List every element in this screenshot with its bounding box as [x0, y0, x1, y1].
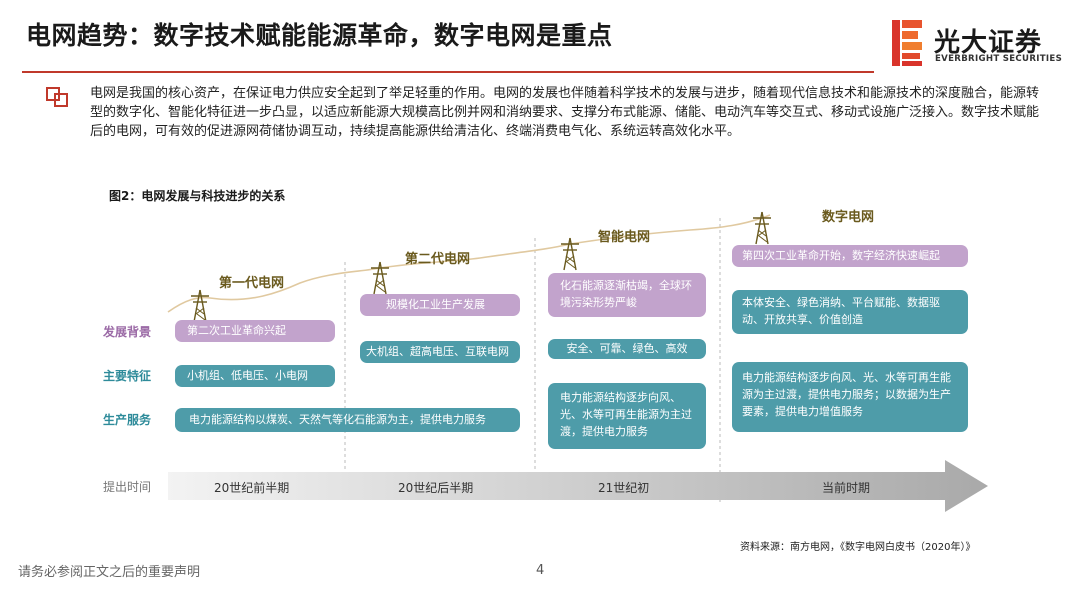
figure-title: 图2：电网发展与科技进步的关系	[109, 189, 286, 203]
stage-label-gen2: 第二代电网	[405, 252, 471, 267]
tower-icon	[190, 289, 210, 323]
logo-english-text: EVERBRIGHT SECURITIES	[935, 54, 1063, 64]
everbright-logo-mark-icon	[892, 20, 922, 66]
smart-background-box: 化石能源逐渐枯竭，全球环境污染形势严峻	[548, 273, 706, 317]
digital-services-box: 电力能源结构逐步向风、光、水等可再生能源为主过渡，提供电力服务；以数据为生产要素…	[732, 362, 968, 432]
stage-label-gen1: 第一代电网	[219, 276, 285, 291]
page-number: 4	[536, 563, 545, 578]
row-label-time: 提出时间	[103, 480, 152, 494]
gen1-services-box: 电力能源结构以煤炭、天然气等化石能源为主，提供电力服务	[175, 408, 520, 432]
row-label-services: 生产服务	[103, 413, 152, 427]
page-title: 电网趋势：数字技术赋能能源革命，数字电网是重点	[26, 21, 613, 50]
timeline-arrow	[168, 460, 988, 512]
figure-source: 资料来源：南方电网，《数字电网白皮书（2020年）》	[740, 542, 976, 553]
gen1-background-box: 第二次工业革命兴起	[175, 320, 335, 342]
gen1-features-box: 小机组、低电压、小电网	[175, 365, 335, 387]
stage-label-digital: 数字电网	[822, 210, 875, 225]
period-smart: 21世纪初	[598, 481, 650, 495]
tower-icon	[752, 211, 772, 245]
footer-disclaimer: 请务必参阅正文之后的重要声明	[18, 565, 201, 580]
digital-background-box: 第四次工业革命开始，数字经济快速崛起	[732, 245, 968, 267]
row-label-background: 发展背景	[103, 325, 152, 339]
gen2-features-box: 大机组、超高电压、互联电网	[360, 341, 520, 363]
brand-logo: 光大证券 EVERBRIGHT SECURITIES	[892, 20, 1067, 68]
digital-features-box: 本体安全、绿色消纳、平台赋能、数据驱动、开放共享、价值创造	[732, 290, 968, 334]
bullet-squares-icon	[46, 87, 68, 107]
period-gen2: 20世纪后半期	[398, 481, 474, 495]
logo-chinese-text: 光大证券	[934, 28, 1043, 58]
stage-label-smart: 智能电网	[598, 230, 651, 245]
smart-features-box: 安全、可靠、绿色、高效	[548, 339, 706, 359]
row-label-features: 主要特征	[103, 369, 152, 383]
gen2-background-box: 规模化工业生产发展	[360, 294, 520, 316]
smart-services-box: 电力能源结构逐步向风、光、水等可再生能源为主过渡，提供电力服务	[548, 383, 706, 449]
title-underline	[22, 71, 874, 73]
period-gen1: 20世纪前半期	[214, 481, 290, 495]
trend-curve	[167, 214, 771, 313]
intro-paragraph: 电网是我国的核心资产，在保证电力供应安全起到了举足轻重的作用。电网的发展也伴随着…	[90, 86, 1040, 139]
period-digital: 当前时期	[822, 481, 871, 495]
